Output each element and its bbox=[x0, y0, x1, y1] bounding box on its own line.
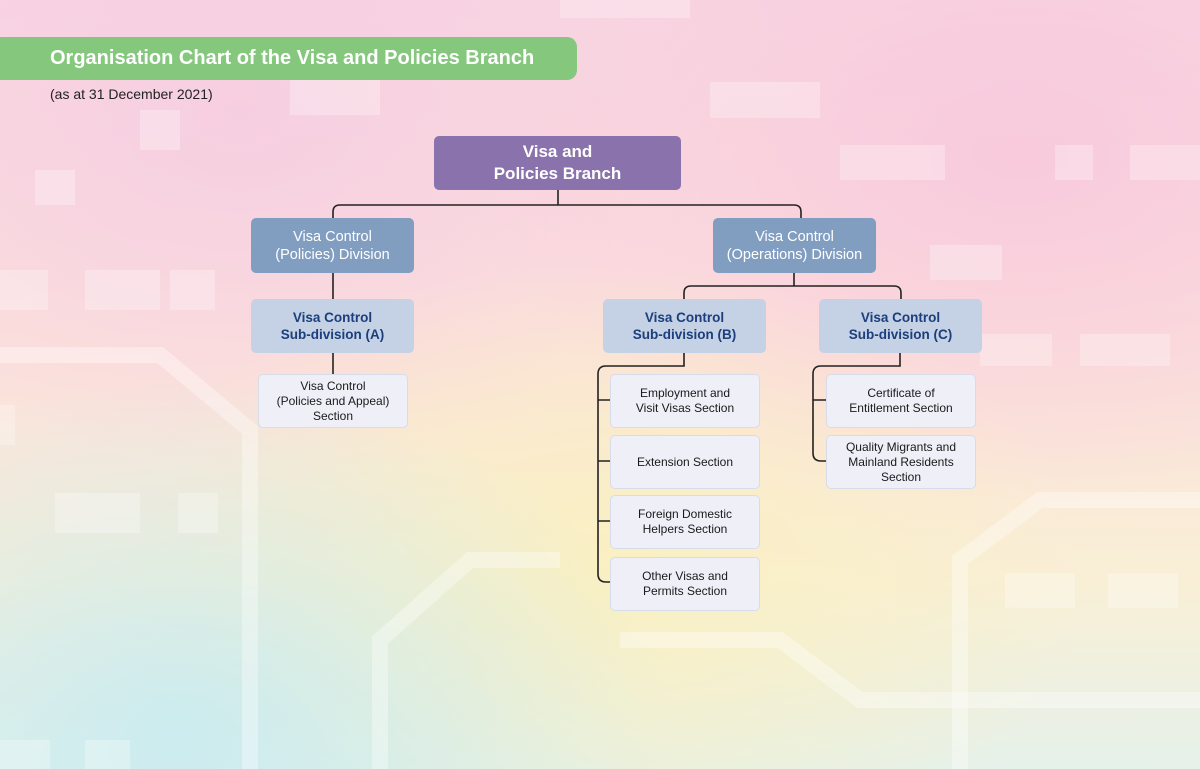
page-title: Organisation Chart of the Visa and Polic… bbox=[0, 37, 577, 80]
page-subtitle: (as at 31 December 2021) bbox=[50, 86, 213, 102]
bg-square bbox=[0, 270, 48, 310]
policies-division-box: Visa Control (Policies) Division bbox=[251, 218, 414, 273]
bg-square bbox=[710, 82, 820, 118]
section-box: Foreign Domestic Helpers Section bbox=[610, 495, 760, 549]
section-box: Other Visas and Permits Section bbox=[610, 557, 760, 611]
section-box: Certificate of Entitlement Section bbox=[826, 374, 976, 428]
bg-square bbox=[1005, 573, 1075, 608]
bg-square bbox=[85, 740, 130, 769]
operations-division-box: Visa Control (Operations) Division bbox=[713, 218, 876, 273]
section-box: Employment and Visit Visas Section bbox=[610, 374, 760, 428]
connector-operations-subdivs bbox=[683, 273, 902, 299]
section-box: Extension Section bbox=[610, 435, 760, 489]
bg-square bbox=[178, 493, 218, 533]
subdivision-b-box: Visa Control Sub-division (B) bbox=[603, 299, 766, 353]
bg-square bbox=[1055, 145, 1093, 180]
bg-square bbox=[1130, 145, 1200, 180]
bg-square bbox=[930, 245, 1002, 280]
bg-square bbox=[1080, 334, 1170, 366]
bg-square bbox=[170, 270, 215, 310]
bg-square bbox=[980, 334, 1052, 366]
branch-box: Visa and Policies Branch bbox=[434, 136, 681, 190]
bg-square bbox=[85, 270, 160, 310]
bg-square bbox=[840, 145, 945, 180]
section-box: Quality Migrants and Mainland Residents … bbox=[826, 435, 976, 489]
connector-subdiv-b-sections bbox=[597, 353, 685, 583]
subdivision-c-box: Visa Control Sub-division (C) bbox=[819, 299, 982, 353]
bg-square bbox=[140, 110, 180, 150]
bg-square bbox=[560, 0, 690, 18]
connector-branch-divisions bbox=[332, 190, 802, 218]
bg-square bbox=[290, 80, 380, 115]
connector-subdiv-c-sections bbox=[812, 353, 901, 462]
subdivision-a-box: Visa Control Sub-division (A) bbox=[251, 299, 414, 353]
section-box: Visa Control (Policies and Appeal) Secti… bbox=[258, 374, 408, 428]
bg-square bbox=[55, 493, 140, 533]
bg-square bbox=[0, 405, 15, 445]
bg-square bbox=[35, 170, 75, 205]
bg-square bbox=[0, 740, 50, 769]
bg-square bbox=[1108, 573, 1178, 608]
